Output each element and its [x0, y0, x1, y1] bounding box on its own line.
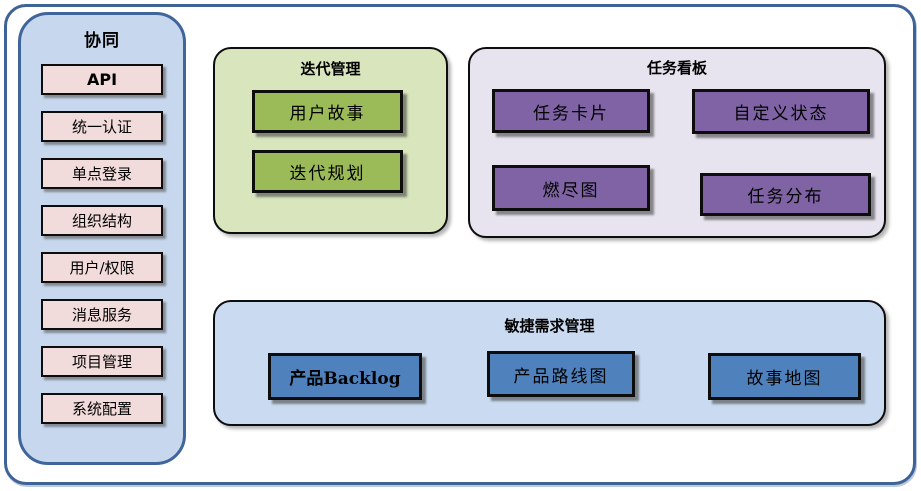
box-custom-status: 自定义状态	[692, 89, 870, 134]
sidebar-item-users-permissions: 用户/权限	[41, 252, 163, 283]
box-burndown-chart: 燃尽图	[492, 165, 650, 211]
panel-kanban-title: 任务看板	[646, 59, 707, 77]
sidebar-item-system-config: 系统配置	[41, 393, 163, 424]
sidebar-item-project-management: 项目管理	[41, 346, 163, 377]
box-user-story: 用户故事	[252, 90, 403, 133]
box-product-backlog: 产品Backlog	[268, 353, 422, 400]
box-task-distribution: 任务分布	[700, 173, 871, 216]
box-iteration-planning: 迭代规划	[252, 150, 403, 193]
box-story-map: 故事地图	[708, 353, 861, 400]
sidebar-title: 协同	[84, 31, 120, 51]
sidebar-item-sso: 单点登录	[41, 158, 163, 189]
sidebar-collaboration-panel: 协同 API 统一认证 单点登录 组织结构 用户/权限 消息服务 项目管理 系统…	[18, 12, 186, 465]
box-task-card: 任务卡片	[492, 89, 650, 133]
sidebar-item-api: API	[41, 64, 163, 95]
box-product-roadmap: 产品路线图	[487, 351, 635, 397]
sidebar-item-unified-auth: 统一认证	[41, 111, 163, 142]
panel-task-kanban: 任务看板 任务卡片 自定义状态 燃尽图 任务分布	[468, 47, 886, 238]
panel-iteration-management: 迭代管理 用户故事 迭代规划	[213, 47, 448, 234]
sidebar-item-message-service: 消息服务	[41, 299, 163, 330]
sidebar-item-org-structure: 组织结构	[41, 205, 163, 236]
panel-agile-requirements: 敏捷需求管理 产品Backlog 产品路线图 故事地图	[213, 300, 886, 426]
panel-iteration-title: 迭代管理	[300, 60, 361, 78]
panel-agile-title: 敏捷需求管理	[504, 317, 595, 335]
sidebar-items: API 统一认证 单点登录 组织结构 用户/权限 消息服务 项目管理 系统配置	[41, 64, 163, 424]
